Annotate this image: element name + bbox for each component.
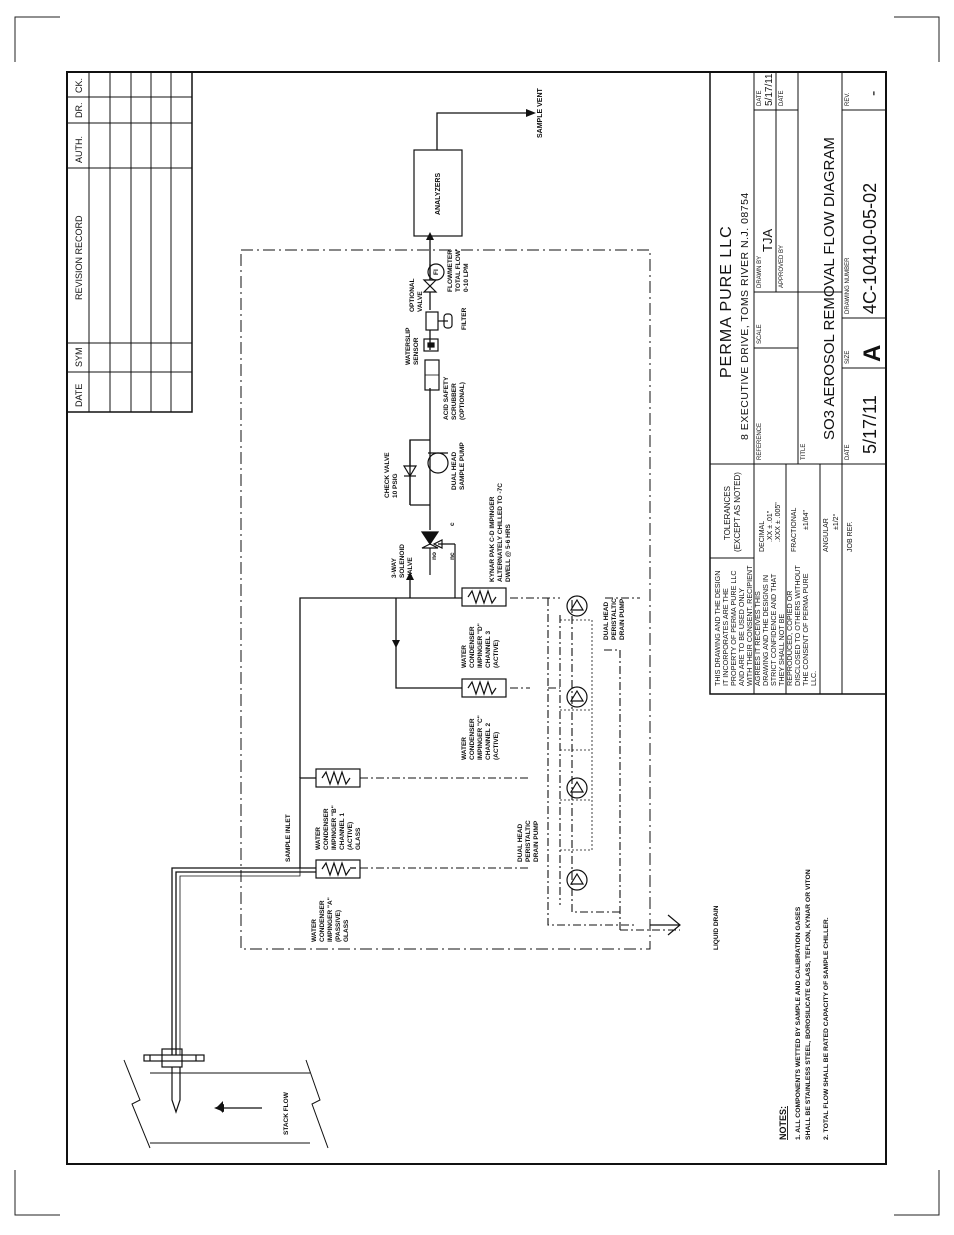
drawing-number-label: DRAWING NUMBER bbox=[845, 257, 851, 314]
rev-value: - bbox=[865, 91, 882, 96]
liquid-drain-label: LIQUID DRAIN bbox=[713, 905, 720, 950]
revision-record-table bbox=[66, 71, 193, 413]
gas-flow-lines bbox=[171, 112, 530, 1055]
notes-block: NOTES: 1. ALL COMPONENTS WETTED BY SAMPL… bbox=[778, 867, 830, 1140]
size-value: A bbox=[859, 345, 886, 362]
date-value: 5/17/11 bbox=[860, 395, 880, 454]
rev-header-ck: CK. bbox=[74, 78, 84, 93]
peristaltic-pump-heads bbox=[566, 595, 588, 891]
tolerance-angular: ANGULAR ±1/2° bbox=[823, 513, 840, 552]
port-label-c: c bbox=[449, 522, 456, 526]
drawn-by-label: DRAWN BY bbox=[757, 256, 763, 288]
rev-header-sym: SYM bbox=[74, 347, 84, 367]
impinger-b-label: WATER CONDENSER IMPINGER "B" CHANNEL 1 (… bbox=[315, 803, 362, 850]
sample-inlet-label: SAMPLE INLET bbox=[285, 814, 292, 862]
rev-label: REV. bbox=[845, 92, 851, 106]
rev-header-date: DATE bbox=[74, 384, 84, 407]
rev-header-dr: DR. bbox=[74, 103, 84, 119]
reference-label: REFERENCE bbox=[757, 423, 763, 460]
drawing-title: SO3 AEROSOL REMOVAL FLOW DIAGRAM bbox=[821, 137, 838, 440]
check-valve-label: CHECK VALVE 10 PSIG bbox=[384, 451, 399, 498]
flowmeter bbox=[427, 263, 445, 281]
pump-head-1 bbox=[566, 869, 588, 891]
stack-flow-label: STACK FLOW bbox=[283, 1091, 290, 1135]
impinger-a bbox=[315, 859, 361, 879]
stack-duct bbox=[123, 1059, 329, 1149]
title-block-text: THIS DRAWING AND THE DESIGN IT INCORPORA… bbox=[713, 73, 886, 686]
filter bbox=[425, 311, 453, 331]
impinger-c bbox=[461, 678, 507, 698]
port-label-no: no bbox=[431, 552, 438, 560]
drain-pump-2-label: DUAL HEAD PERISTALTIC DRAIN PUMP bbox=[517, 819, 540, 862]
impinger-b bbox=[315, 768, 361, 788]
title-label: TITLE bbox=[801, 444, 807, 460]
tolerance-fractional: FRACTIONAL ±1/64" bbox=[791, 506, 810, 552]
liquid-drain-fork bbox=[650, 914, 681, 936]
date-label-3: DATE bbox=[845, 444, 851, 460]
size-label: SIZE bbox=[845, 351, 851, 364]
component-labels: FLOWMETER TOTAL FLOW 0-10 LPM OPTIONAL V… bbox=[283, 248, 720, 1135]
flowmeter-fi-label: FI bbox=[433, 269, 440, 275]
stack-probe bbox=[143, 1048, 205, 1114]
title-block-grid bbox=[709, 71, 887, 695]
tolerance-decimal: DECIMAL .XX ± .01" .XXX ± .005" bbox=[759, 502, 782, 552]
analyzers-box bbox=[413, 149, 463, 237]
tolerances-heading: TOLERANCES (EXCEPT AS NOTED) bbox=[723, 472, 742, 552]
disclaimer: THIS DRAWING AND THE DESIGN IT INCORPORA… bbox=[713, 563, 818, 686]
drawing-number-value: 4C-10410-05-02 bbox=[860, 183, 880, 314]
rev-header-auth: AUTH. bbox=[74, 136, 84, 163]
company-address: 8 EXECUTIVE DRIVE, TOMS RIVER N.J. 08754 bbox=[739, 192, 751, 440]
scale-label: SCALE bbox=[757, 324, 763, 344]
revision-record-headers: DATE SYM REVISION RECORD AUTH. DR. CK. bbox=[74, 78, 84, 407]
flow-arrows bbox=[217, 109, 536, 1113]
sample-pump bbox=[427, 452, 449, 474]
notes-title: NOTES: bbox=[778, 1106, 788, 1140]
drain-lines bbox=[360, 597, 680, 931]
optional-valve-label: OPTIONAL VALVE bbox=[409, 277, 424, 312]
crop-marks bbox=[14, 16, 940, 1216]
analyzers-label: ANALYZERS bbox=[435, 173, 442, 215]
solenoid-valve bbox=[420, 531, 456, 598]
impinger-a-label: WATER CONDENSER IMPINGER "A" (PASSIVE) G… bbox=[311, 895, 350, 942]
solenoid-valve-label: 3-WAY SOLENOID VALVE bbox=[391, 542, 414, 578]
date-label-1: DATE bbox=[757, 90, 763, 106]
optional-valve bbox=[422, 279, 438, 293]
date-label-2: DATE bbox=[779, 90, 785, 106]
rev-header-revision-record: REVISION RECORD bbox=[74, 215, 84, 300]
acid-scrubber-label: ACID SAFETY SCRUBBER (OPTIONAL) bbox=[443, 375, 466, 420]
approved-by-label: APPROVED BY bbox=[779, 245, 785, 288]
stack-flow-arrowhead bbox=[214, 1104, 224, 1112]
port-label-nc: nc bbox=[449, 552, 456, 560]
check-valve bbox=[402, 440, 418, 505]
impinger-d-label: WATER CONDENSER IMPINGER "D" CHANNEL 3 (… bbox=[461, 621, 500, 668]
filter-label: FILTER bbox=[461, 307, 468, 330]
impinger-d bbox=[461, 587, 507, 607]
drain-lines-dotted bbox=[560, 619, 593, 851]
chiller-enclosure bbox=[240, 249, 651, 950]
company-name: PERMA PURE LLC bbox=[718, 225, 735, 378]
flowmeter-label: FLOWMETER TOTAL FLOW 0-10 LPM bbox=[447, 248, 470, 292]
sample-vent-label: SAMPLE VENT bbox=[537, 87, 544, 138]
kynar-pak-label: KYNAR PAK C-D IMPINGER ALTERNATELY CHILL… bbox=[489, 481, 512, 582]
pump-head-2 bbox=[566, 777, 588, 799]
job-ref: JOB REF. bbox=[847, 521, 854, 552]
drain-pump-1-label: DUAL HEAD PERISTALTIC DRAIN PUMP bbox=[603, 597, 626, 640]
sample-pump-label: DUAL HEAD SAMPLE PUMP bbox=[451, 442, 466, 490]
impinger-c-label: WATER CONDENSER IMPINGER "C" CHANNEL 2 (… bbox=[461, 713, 500, 760]
waterslip-sensor-label: WATERSLIP SENSOR bbox=[405, 326, 420, 365]
drawn-by-value: TJA bbox=[760, 229, 775, 252]
pump-head-4 bbox=[566, 595, 588, 617]
pump-head-3 bbox=[566, 686, 588, 708]
notes-text: 1. ALL COMPONENTS WETTED BY SAMPLE AND C… bbox=[795, 867, 830, 1140]
waterslip-sensor bbox=[423, 338, 439, 352]
date-drawn-value: 5/17/11 bbox=[764, 73, 775, 106]
